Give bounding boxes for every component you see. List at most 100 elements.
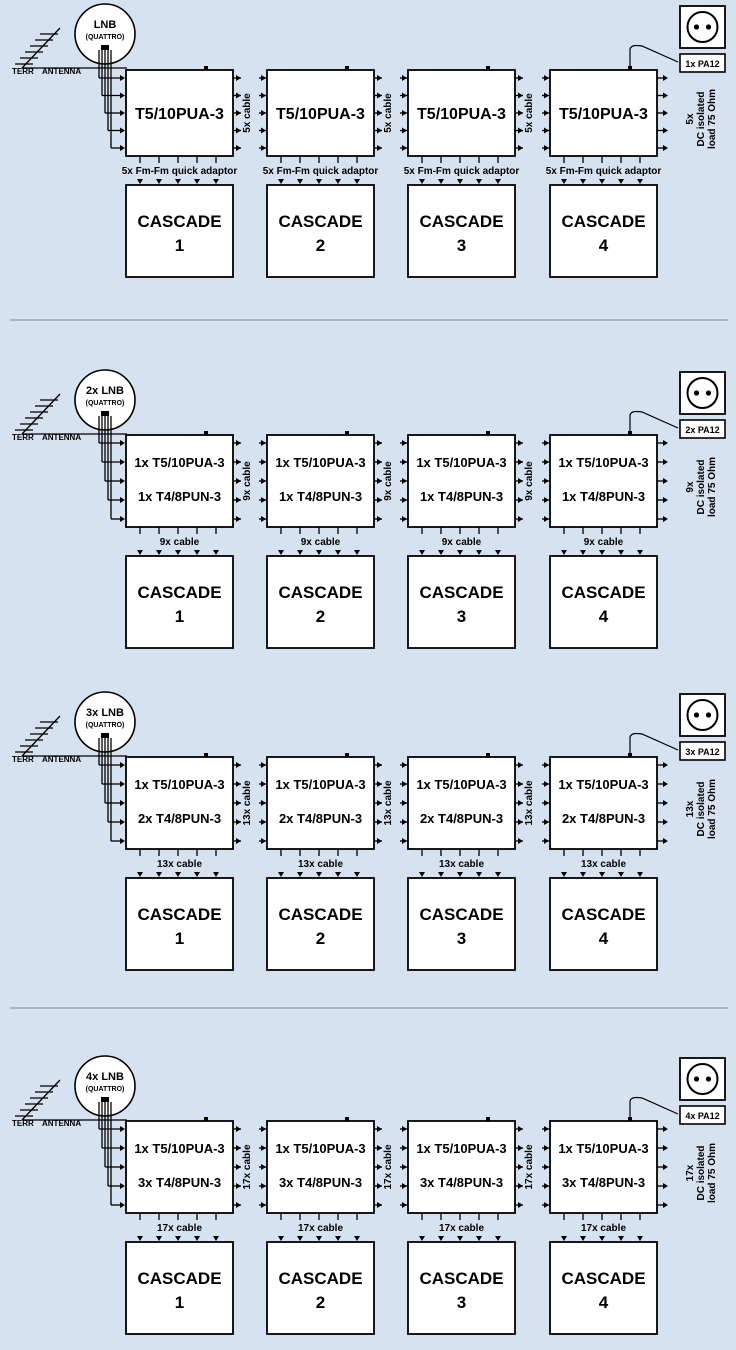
lnb-port: [101, 1097, 109, 1102]
arrow-right: [402, 516, 407, 522]
multiswitch-box: [549, 69, 658, 157]
arrow-right: [120, 1202, 125, 1208]
terr-label: TERR: [12, 1119, 34, 1128]
arrow-down: [335, 1236, 341, 1241]
arrow-right: [120, 145, 125, 151]
arrow-down: [599, 1236, 605, 1241]
arrow-right: [120, 127, 125, 134]
socket-ring: [686, 699, 719, 731]
arrow-right: [544, 762, 549, 768]
arrow-right: [377, 516, 382, 522]
arrow-right: [544, 497, 549, 503]
arrow-right: [120, 110, 125, 116]
lnb-port: [101, 411, 109, 416]
arrow-down: [561, 1236, 567, 1241]
arrow-down: [438, 550, 444, 555]
arrow-down: [618, 179, 624, 184]
multiswitch-box: [266, 434, 375, 528]
multiswitch-module-1: 1x T5/10PUA-31x T4/8PUN-3: [125, 431, 241, 534]
arrow-right: [544, 1164, 549, 1170]
arrow-right: [544, 1145, 549, 1151]
arrow-right: [663, 516, 668, 522]
arrow-right: [236, 819, 241, 825]
arrow-down: [278, 179, 284, 184]
arrow-right: [544, 145, 549, 151]
module-line-1: 1x T5/10PUA-3: [558, 455, 648, 470]
socket-pin: [705, 712, 712, 718]
cascade-number: 1: [175, 1293, 184, 1312]
multiswitch-module-2: 1x T5/10PUA-31x T4/8PUN-3: [259, 431, 382, 534]
arrow-down: [599, 872, 605, 877]
between-cable-label: 9x cable: [383, 461, 394, 501]
terr-label: TERR: [12, 67, 34, 76]
arrow-right: [544, 127, 549, 134]
arrow-right: [236, 762, 241, 768]
arrow-right: [261, 92, 266, 99]
arrow-down: [618, 872, 624, 877]
arrow-right: [261, 1183, 266, 1189]
lnb-sub-label: (QUATTRO): [86, 34, 125, 41]
multiswitch-module-2: 1x T5/10PUA-32x T4/8PUN-3: [259, 753, 382, 856]
arrow-down: [175, 872, 181, 877]
arrow-right: [663, 800, 668, 806]
arrow-right: [518, 1202, 523, 1208]
arrow-down: [156, 550, 162, 555]
multiswitch-box: [549, 1120, 658, 1214]
arrow-right: [663, 1183, 668, 1189]
arrow-right: [236, 145, 241, 151]
antenna-mast: [21, 715, 61, 757]
arrow-right: [402, 127, 407, 134]
arrow-right: [120, 1126, 125, 1132]
arrow-right: [377, 110, 382, 116]
arrow-right: [402, 1202, 407, 1208]
cascade-box: [407, 877, 516, 971]
arrow-right: [663, 838, 668, 844]
arrow-right: [544, 92, 549, 99]
arrow-right: [544, 819, 549, 825]
between-cable-label: 17x cable: [524, 1144, 535, 1189]
arrow-right: [236, 92, 241, 99]
module-line-2: 1x T4/8PUN-3: [420, 489, 503, 504]
arrow-down: [297, 1236, 303, 1241]
arrow-right: [377, 800, 382, 806]
multiswitch-module-1: T5/10PUA-3: [125, 66, 241, 163]
arrow-right: [544, 1126, 549, 1132]
multiswitch-box: [549, 434, 658, 528]
dc-load-label: 9x: [685, 481, 696, 493]
arrow-right: [544, 478, 549, 484]
below-label: 13x cable: [439, 859, 484, 870]
arrow-down: [354, 550, 360, 555]
arrow-down: [137, 872, 143, 877]
socket-pin: [693, 24, 700, 30]
multiswitch-module-3: 1x T5/10PUA-31x T4/8PUN-3: [400, 431, 523, 534]
module-line-2: 3x T4/8PUN-3: [420, 1175, 503, 1190]
cascade-number: 1: [175, 236, 184, 255]
arrow-right: [402, 497, 407, 503]
between-cable-label: 5x cable: [524, 93, 535, 133]
between-cable-label: 13x cable: [383, 780, 394, 825]
pa12-label: 3x PA12: [685, 747, 719, 757]
arrow-down: [618, 550, 624, 555]
multiswitch-module-2: T5/10PUA-3: [259, 66, 382, 163]
socket-ring: [686, 1063, 719, 1095]
cascade-title: CASCADE: [561, 212, 645, 231]
arrow-down: [316, 179, 322, 184]
arrow-right: [544, 440, 549, 446]
arrow-down: [599, 550, 605, 555]
arrow-right: [544, 800, 549, 806]
arrow-right: [402, 781, 407, 787]
arrow-right: [236, 459, 241, 465]
arrow-right: [544, 838, 549, 844]
module-line-1: 1x T5/10PUA-3: [134, 455, 224, 470]
arrow-right: [663, 1126, 668, 1132]
arrow-down: [354, 1236, 360, 1241]
multiswitch-box: [407, 756, 516, 850]
arrow-right: [518, 838, 523, 844]
module-line-2: 1x T4/8PUN-3: [279, 489, 362, 504]
